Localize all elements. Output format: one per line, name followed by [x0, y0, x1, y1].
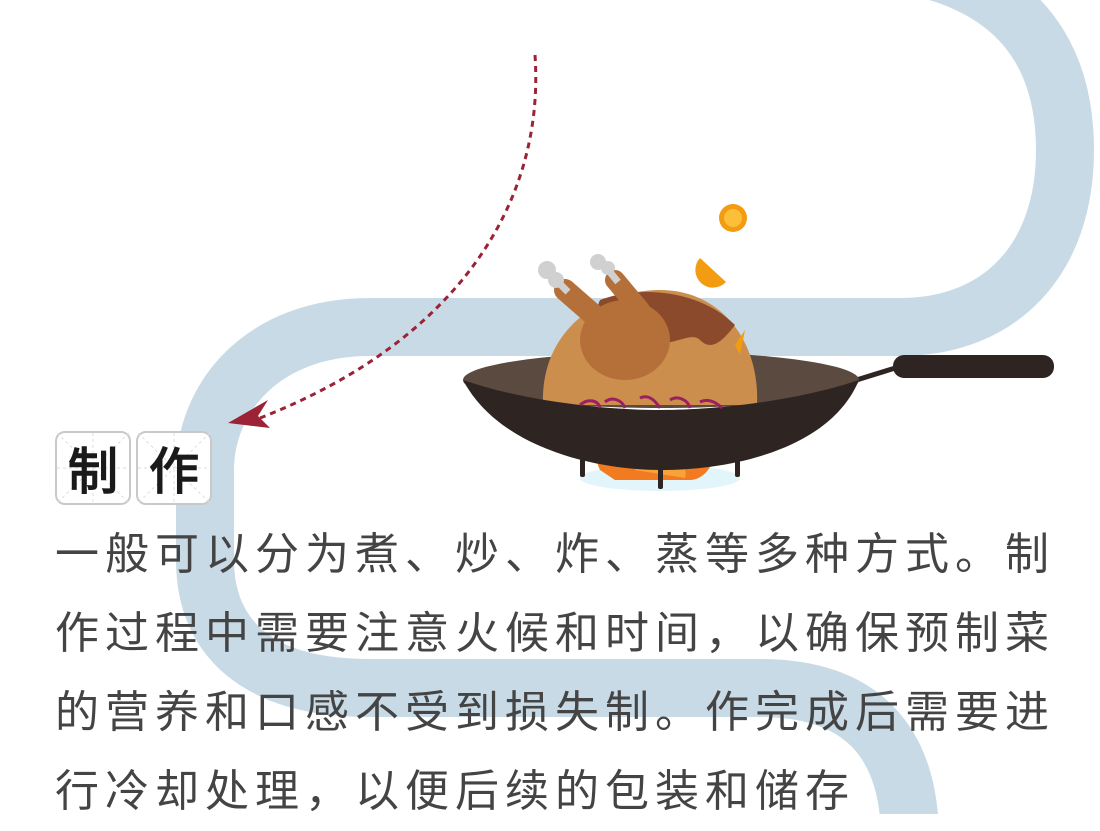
body-line: 一般可以分为煮、炒、炸、蒸等多种方式。制 [55, 529, 1055, 580]
winding-road-ribbon [176, 0, 1095, 814]
wok-bowl [463, 380, 859, 470]
section-title: 制 作 [55, 431, 212, 505]
title-char-box: 制 [55, 431, 131, 505]
title-char: 作 [149, 443, 199, 501]
body-line: 行冷却处理，以便后续的包装和储存 [55, 766, 855, 817]
body-line: 的营养和口感不受到损失制。作完成后需要进 [55, 687, 1055, 738]
onion-slices [579, 395, 724, 410]
grid-lines-decoration [57, 433, 129, 503]
body-line: 作过程中需要注意火候和时间，以确保预制菜 [55, 608, 1055, 659]
wok-illustration [463, 204, 1054, 491]
title-char: 制 [68, 443, 118, 501]
wok-handle [893, 355, 1054, 378]
background-illustration [176, 0, 1095, 814]
body-paragraph: 一般可以分为煮、炒、炸、蒸等多种方式。制 作过程中需要注意火候和时间，以确保预制… [55, 515, 1065, 831]
dotted-arrow [228, 54, 538, 428]
grid-lines-decoration [138, 433, 210, 503]
chicken-icon [538, 254, 758, 405]
title-char-box: 作 [136, 431, 212, 505]
